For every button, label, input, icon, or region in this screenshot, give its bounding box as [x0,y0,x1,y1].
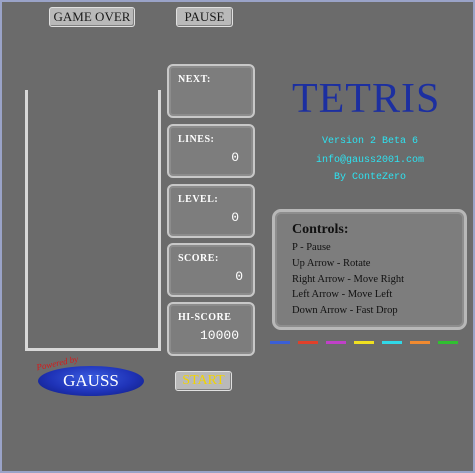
next-label: NEXT: [178,74,211,85]
controls-title: Controls: [292,222,349,237]
playfield-well [25,90,161,351]
score-label: SCORE: [178,253,219,264]
control-move-right: Right Arrow - Move Right [292,274,404,285]
level-panel: LEVEL: 0 [167,184,255,238]
piece-color-strip [270,341,465,345]
color-swatch-magenta [326,341,346,344]
control-move-left: Left Arrow - Move Left [292,289,393,300]
color-swatch-cyan [382,341,402,344]
control-fast-drop: Down Arrow - Fast Drop [292,305,398,316]
logo-text: GAUSS [63,371,119,390]
hiscore-label: HI-SCORE [178,312,232,323]
color-swatch-yellow [354,341,374,344]
color-swatch-red [298,341,318,344]
control-pause: P - Pause [292,242,331,253]
version-text: Version 2 Beta 6 [321,136,418,147]
start-button[interactable]: START [175,371,232,391]
color-swatch-green [438,341,458,344]
color-swatch-blue [270,341,290,344]
logo-tagline: Powered by [35,353,79,373]
score-panel: SCORE: 0 [167,243,255,297]
email-text: info@gauss2001.com [315,155,425,166]
score-value: 0 [235,269,243,284]
author-text: By ConteZero [333,172,406,183]
controls-panel: Controls: P - Pause Up Arrow - Rotate Ri… [272,209,467,330]
hiscore-value: 10000 [199,328,239,343]
lines-value: 0 [231,150,239,165]
lines-label: LINES: [178,134,215,145]
hiscore-panel: HI-SCORE 10000 [167,302,255,356]
color-swatch-orange [410,341,430,344]
lines-panel: LINES: 0 [167,124,255,178]
level-value: 0 [231,210,239,225]
gauss-logo[interactable]: Powered by GAUSS [35,354,144,396]
level-label: LEVEL: [178,194,219,205]
control-rotate: Up Arrow - Rotate [292,258,371,269]
game-title: TETRIS [292,76,441,122]
game-over-button[interactable]: GAME OVER [49,7,135,27]
next-piece-panel: NEXT: [167,64,255,118]
pause-button[interactable]: PAUSE [176,7,233,27]
